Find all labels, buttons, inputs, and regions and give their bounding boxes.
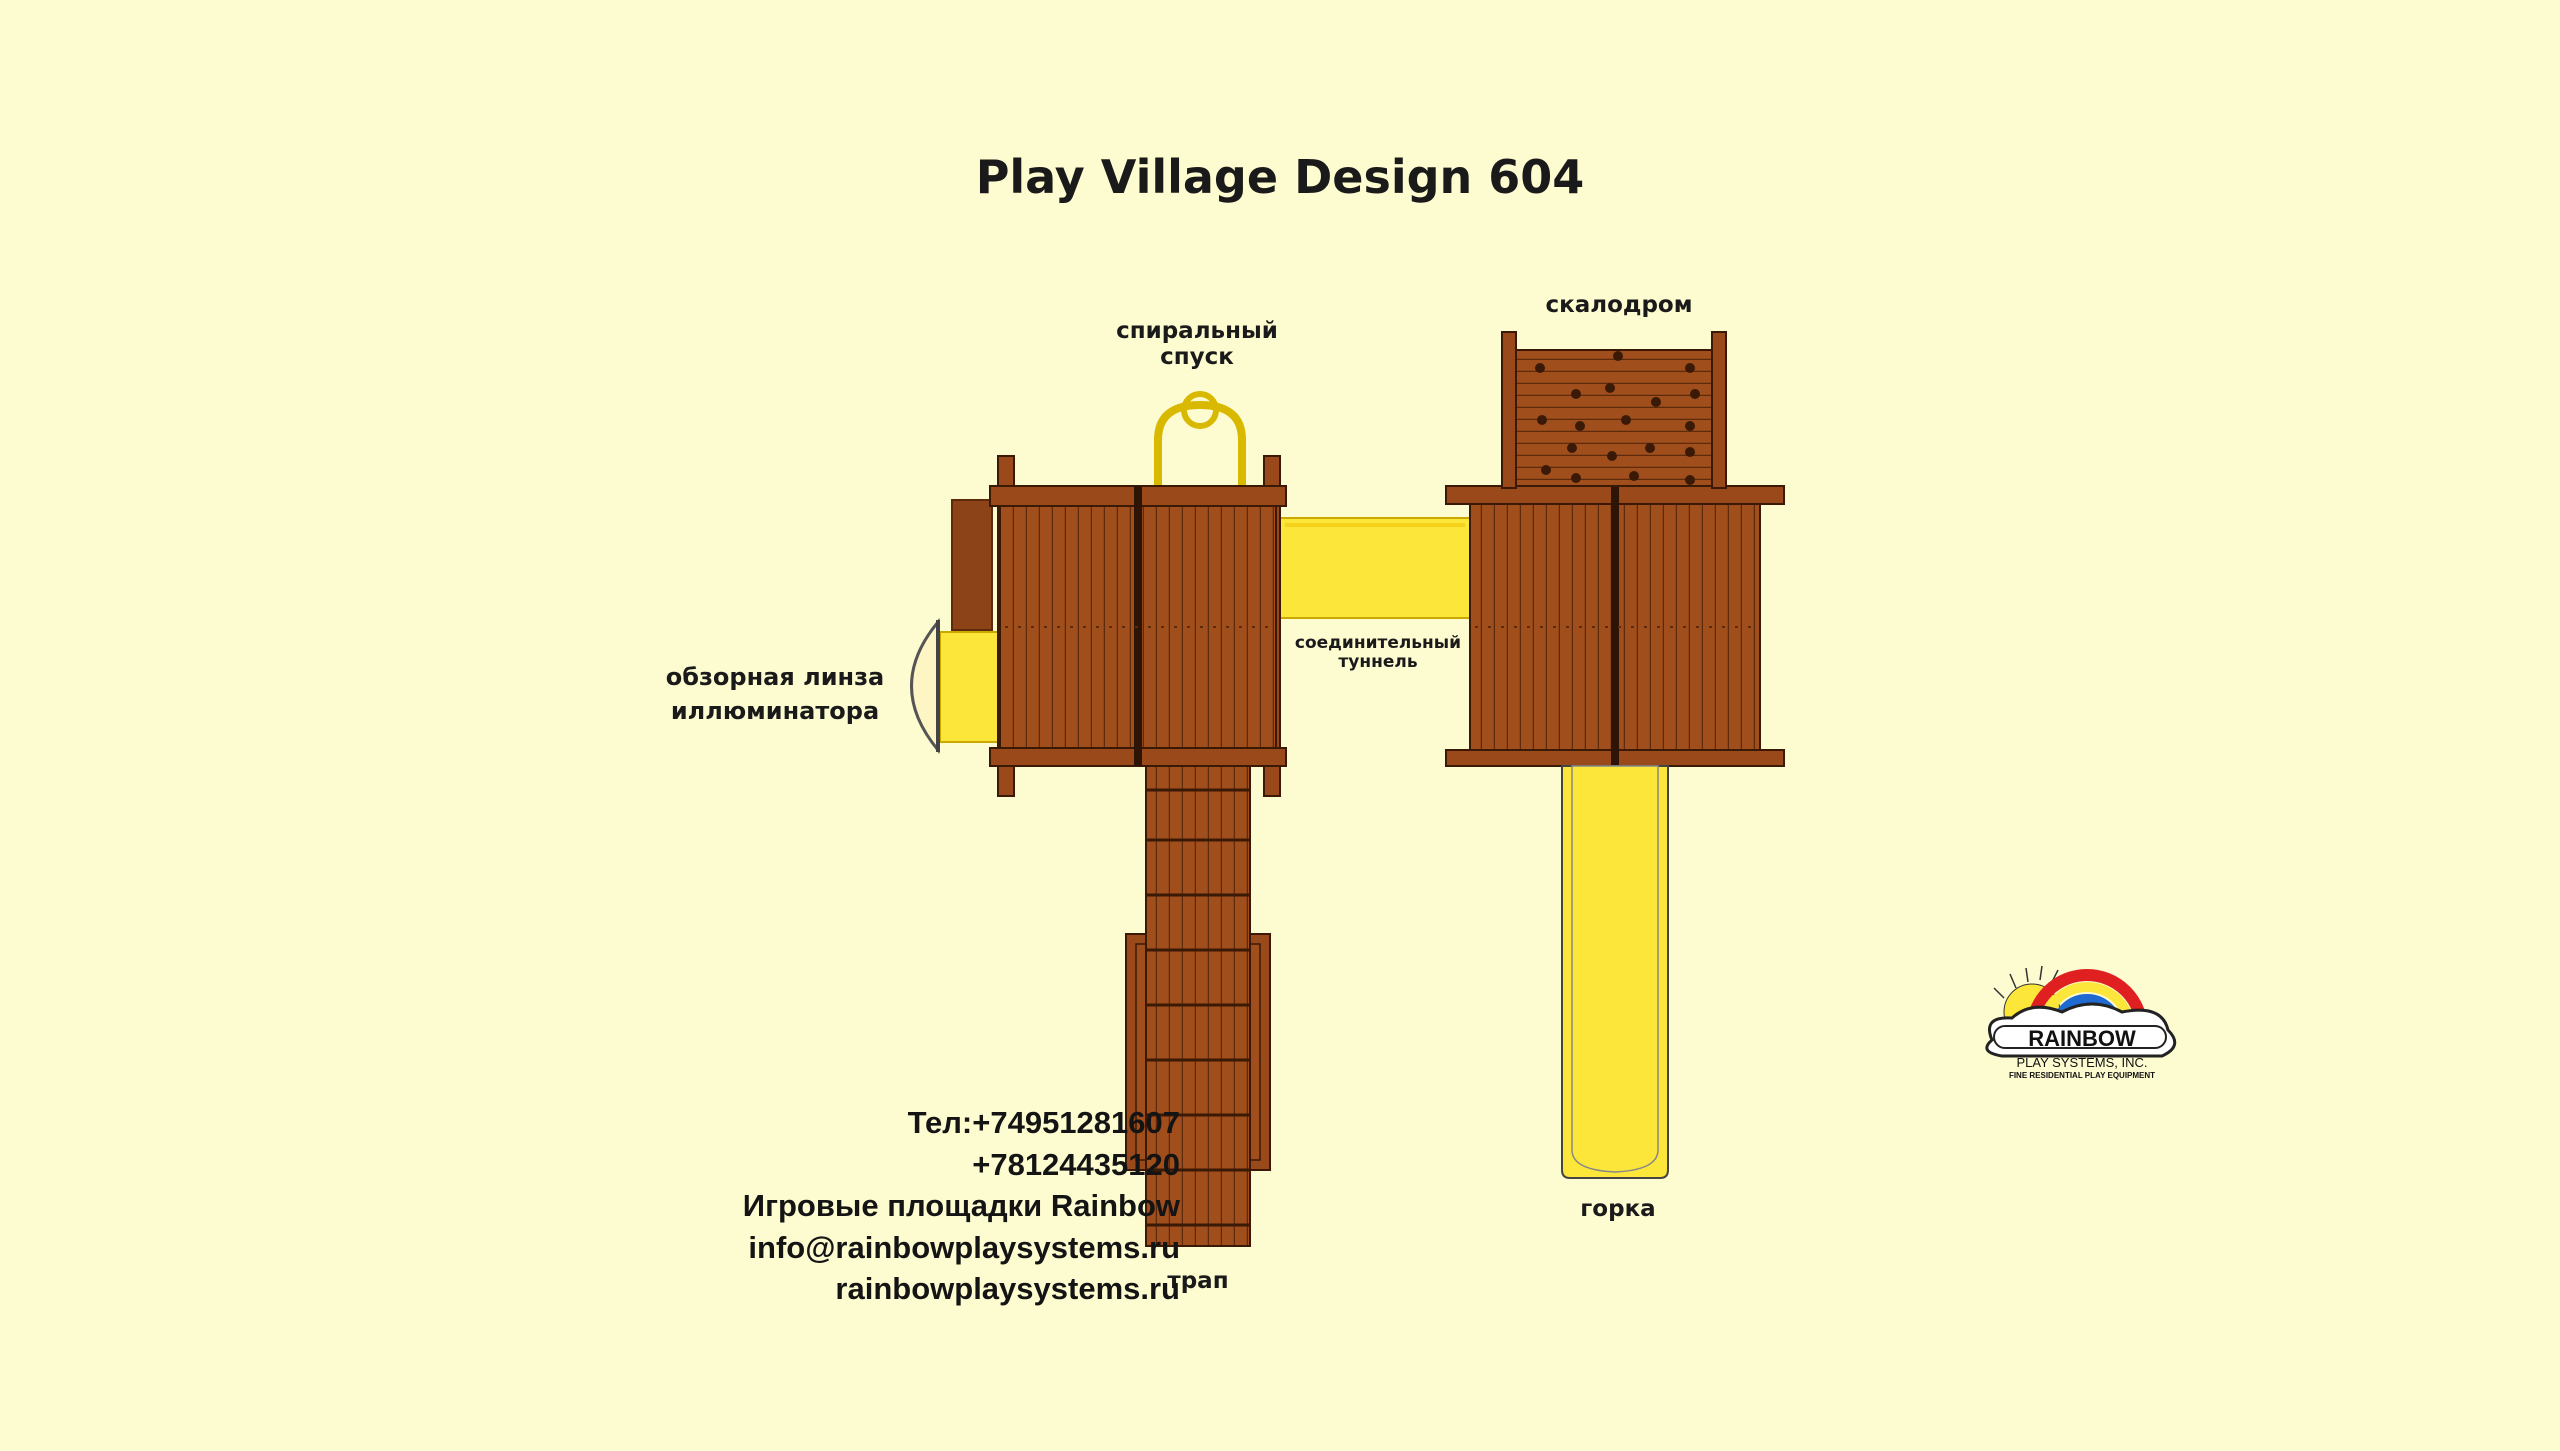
ramp-label: трап [1167,1268,1229,1294]
rainbow-sun-cloud-logo-icon [1985,965,2177,1058]
logo-line3: FINE RESIDENTIAL PLAY EQUIPMENT [2008,1071,2156,1080]
website-link[interactable]: rainbowplaysystems.ru [835,1271,1180,1306]
spiral-slide [1154,391,1246,490]
contact-info: Тел:+74951281607 +78124435120 Игровые пл… [620,1102,1180,1310]
email-link[interactable]: info@rainbowplaysystems.ru [748,1229,1180,1265]
connecting-tunnel [1279,517,1471,619]
logo-line2: PLAY SYSTEMS, INC. [2016,1055,2148,1070]
right-tower-deck [1445,485,1785,767]
slide [1561,765,1669,1179]
ramp [1125,765,1271,1247]
phone-1: Тел:+74951281607 [907,1105,1180,1140]
slide-label: горка [1580,1196,1656,1222]
left-tower-deck [989,455,1287,797]
phone-2: +78124435120 [972,1146,1180,1182]
climbing-wall [1501,331,1727,489]
climbing-wall-label: скалодром [1545,292,1693,318]
logo-brand: RAINBOW [2028,1026,2136,1051]
company-name: Игровые площадки Rainbow [742,1188,1180,1223]
rainbow-logo: RAINBOW PLAY SYSTEMS, INC. FINE RESIDENT… [1972,960,2192,1090]
diagram-title: Play Village Design 604 [975,150,1585,204]
periscope-lens [910,499,999,755]
